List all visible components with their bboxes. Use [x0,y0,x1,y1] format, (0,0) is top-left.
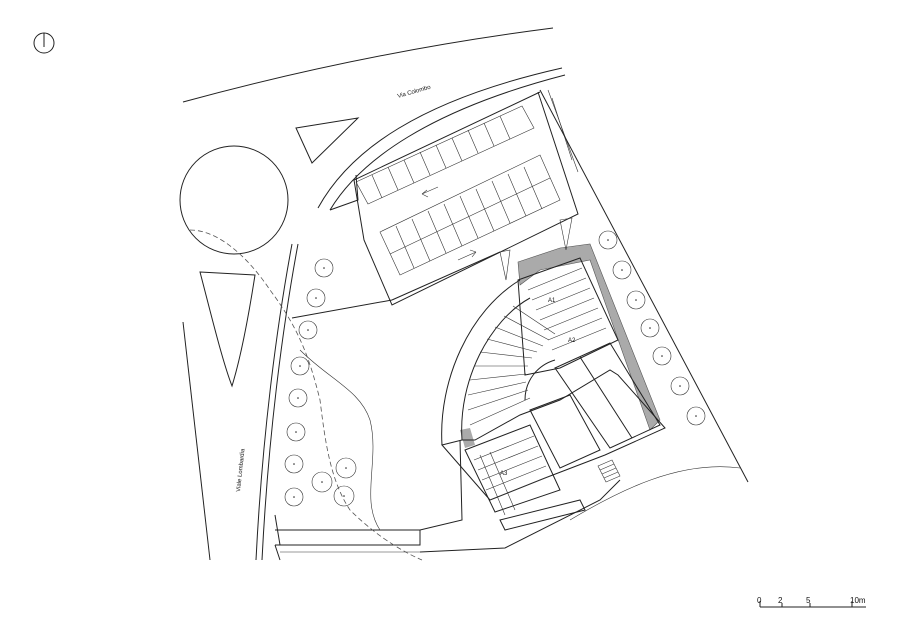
traffic-island-north [295,117,360,164]
viale-lombardia-road: Viale Lombardia [182,243,299,561]
room-label: A3 [500,471,508,477]
tree-icon [314,258,334,278]
roundabout [179,145,289,255]
site-boundary [274,89,749,561]
scale-tick-label: 0 [757,596,762,605]
terrain-contour [569,466,741,521]
tree-icon [298,320,318,340]
tree-icon [686,406,706,426]
trees [284,230,706,507]
north-arrow-icon [33,32,55,54]
scale-bar: 0 2 5 10m [757,596,866,608]
tree-icon [612,260,632,280]
scale-tick-label: 2 [778,596,783,605]
tree-icon [598,230,618,250]
terrain-contour [299,349,381,531]
tree-icon [286,422,306,442]
room-label: A1 [548,298,556,304]
tree-icon [640,318,660,338]
scale-tick-label: 10m [850,596,866,605]
street-label-viale-lombardia: Viale Lombardia [236,448,247,492]
scale-tick-label: 5 [806,596,811,605]
tree-icon [335,457,357,479]
tree-icon [333,485,355,507]
tree-icon [306,288,326,308]
tree-icon [311,471,333,493]
tree-icon [626,290,646,310]
tree-icon [288,388,308,408]
room-label: A2 [568,338,576,344]
tree-icon [290,356,310,376]
tree-icon [284,454,304,474]
street-label-via-colombo: Via Colombo [397,85,432,100]
direction-arrow-icon [421,186,439,198]
tree-icon [652,346,672,366]
tree-icon [670,376,690,396]
traffic-island-west [199,271,256,388]
building: A1 A2 A3 [441,217,666,531]
parking-lot [353,89,579,306]
stairs [597,459,621,483]
property-line-dashed [189,229,423,561]
tree-icon [284,487,304,507]
via-colombo-road: Via Colombo [182,27,566,211]
direction-arrow-icon [457,249,477,261]
